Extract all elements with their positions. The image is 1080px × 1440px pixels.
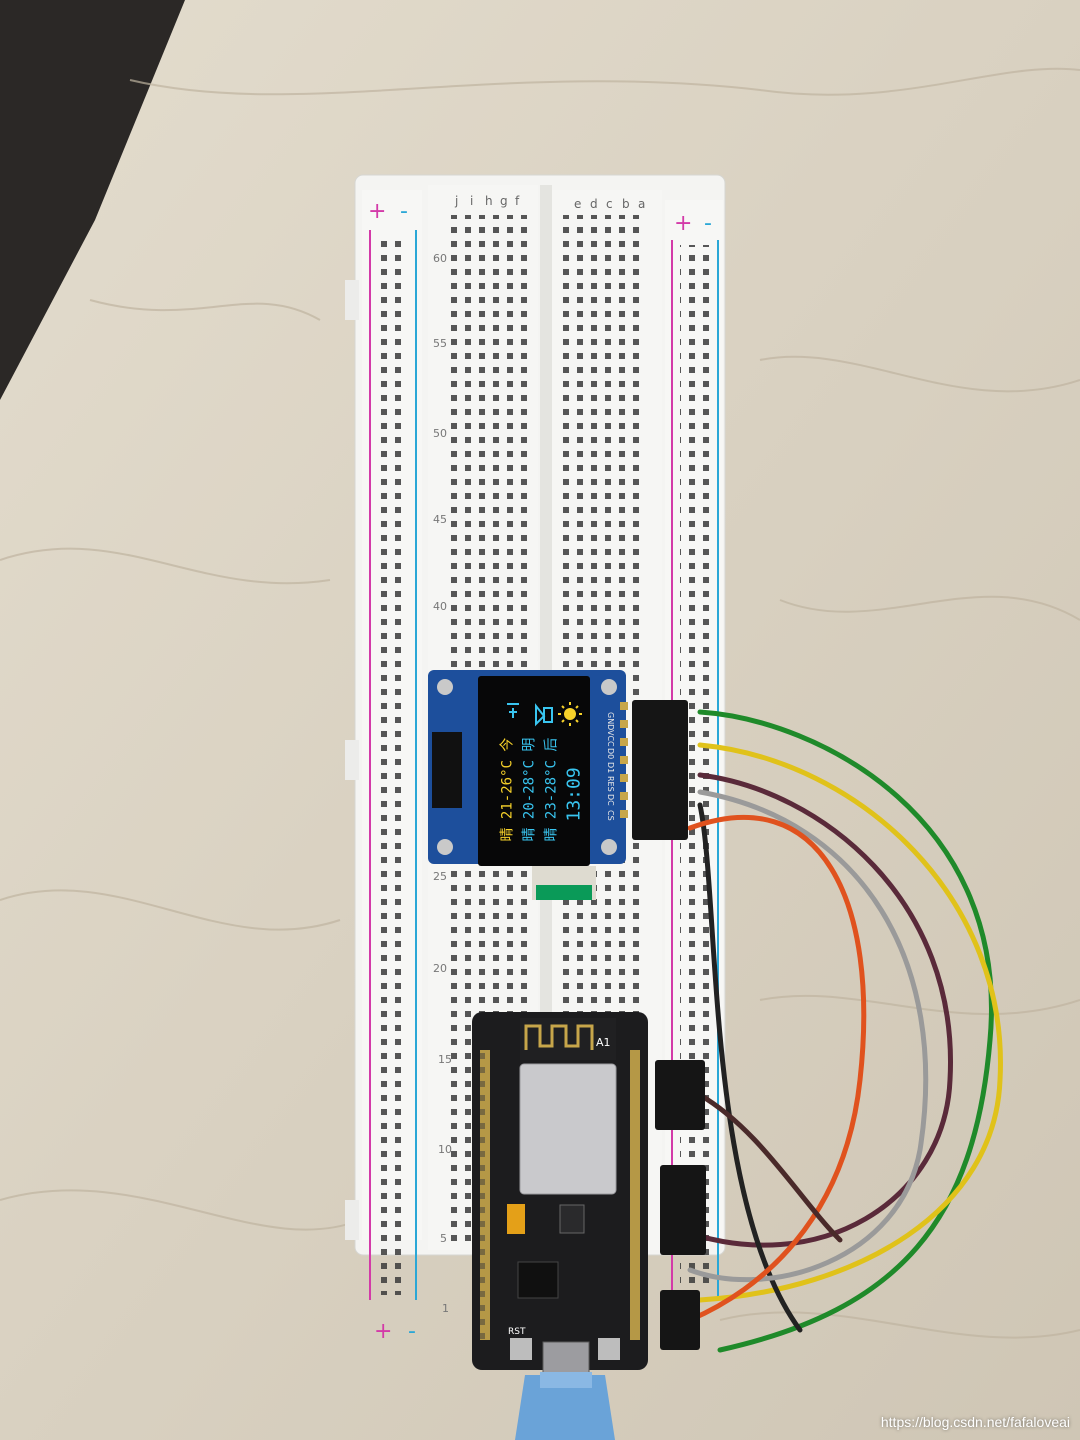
- svg-text:VCC: VCC: [606, 730, 615, 747]
- wire-purple: [677, 772, 953, 1248]
- svg-text:g: g: [500, 194, 508, 208]
- watermark-url: https://blog.csdn.net/fafaloveai: [880, 1414, 1070, 1430]
- wood-grain: [0, 67, 1080, 1339]
- floor-shadow: [0, 0, 185, 400]
- dupont-connectors: [632, 700, 706, 1350]
- svg-text:60: 60: [433, 252, 447, 265]
- svg-text:f: f: [515, 194, 520, 208]
- plant-icon: [507, 703, 519, 718]
- oled-text-block: 晴 21-26°C 今 晴 20-28°C 明 晴 23-28°C 后 13:0…: [470, 710, 630, 842]
- svg-text:e: e: [574, 197, 581, 211]
- row-numbers: 60 55 50 45 40 25 20 15 10 5 1: [433, 252, 452, 1315]
- jumper-wires: [677, 709, 1003, 1353]
- column-letters-left: f g h i j: [454, 194, 520, 208]
- nodemcu-board: [472, 1012, 648, 1377]
- svg-text:d: d: [590, 197, 598, 211]
- svg-text:c: c: [606, 197, 613, 211]
- oled-screen: [478, 676, 590, 866]
- rail-minus-bottom-left: -: [408, 1319, 416, 1344]
- svg-text:45: 45: [433, 513, 447, 526]
- sun-icon: [558, 702, 582, 726]
- svg-text:i: i: [470, 194, 473, 208]
- wire-yellow: [697, 742, 1003, 1303]
- rail-plus-top-left: +: [368, 199, 386, 224]
- wire-green: [697, 709, 994, 1353]
- flash-button: [598, 1338, 620, 1360]
- micro-usb-port: [542, 1341, 590, 1377]
- rail-plus-top-right: +: [674, 211, 692, 236]
- rst-label: RST: [508, 1327, 526, 1337]
- wire-orange: [687, 814, 867, 1323]
- svg-text:55: 55: [433, 337, 447, 350]
- rail-minus-top-right: -: [704, 211, 712, 236]
- usb-cable: [515, 1372, 615, 1440]
- svg-text:40: 40: [433, 600, 447, 613]
- oled-line-tomorrow: 晴 20-28°C 明: [521, 737, 538, 842]
- svg-text:j: j: [454, 194, 458, 208]
- column-letters-right: a b c d e: [574, 197, 645, 211]
- svg-text:D0: D0: [606, 748, 615, 759]
- wire-gray: [687, 789, 929, 1283]
- svg-text:50: 50: [433, 427, 447, 440]
- svg-text:1: 1: [442, 1302, 449, 1315]
- svg-text:h: h: [485, 194, 493, 208]
- svg-text:D1: D1: [606, 762, 615, 773]
- svg-text:25: 25: [433, 870, 447, 883]
- svg-text:20: 20: [433, 962, 447, 975]
- svg-text:a: a: [638, 197, 645, 211]
- wire-brown: [697, 1092, 843, 1243]
- oled-module: [428, 670, 628, 900]
- oled-line-dayafter: 晴 23-28°C 后: [543, 737, 560, 842]
- oled-line-today: 晴 21-26°C 今: [499, 737, 516, 842]
- svg-text:DC: DC: [606, 794, 615, 806]
- rst-button: [510, 1338, 532, 1360]
- oled-line-time: 13:09: [563, 767, 585, 822]
- rail-plus-bottom-left: +: [374, 1319, 392, 1344]
- svg-text:b: b: [622, 197, 630, 211]
- svg-text:CS: CS: [606, 810, 615, 821]
- svg-text:15: 15: [438, 1053, 452, 1066]
- antenna-trace: [524, 1024, 594, 1050]
- house-icon: [535, 703, 553, 727]
- oled-pin-labels: GND VCC D0 D1 RES DC CS: [606, 712, 615, 821]
- svg-text:5: 5: [440, 1232, 447, 1245]
- rail-minus-top-left: -: [400, 199, 408, 224]
- esp-module: [519, 1063, 617, 1195]
- antenna-badge: A1: [596, 1036, 611, 1049]
- svg-text:RES: RES: [606, 776, 615, 792]
- svg-text:GND: GND: [606, 712, 615, 730]
- svg-text:10: 10: [438, 1143, 452, 1156]
- wire-black: [697, 802, 803, 1333]
